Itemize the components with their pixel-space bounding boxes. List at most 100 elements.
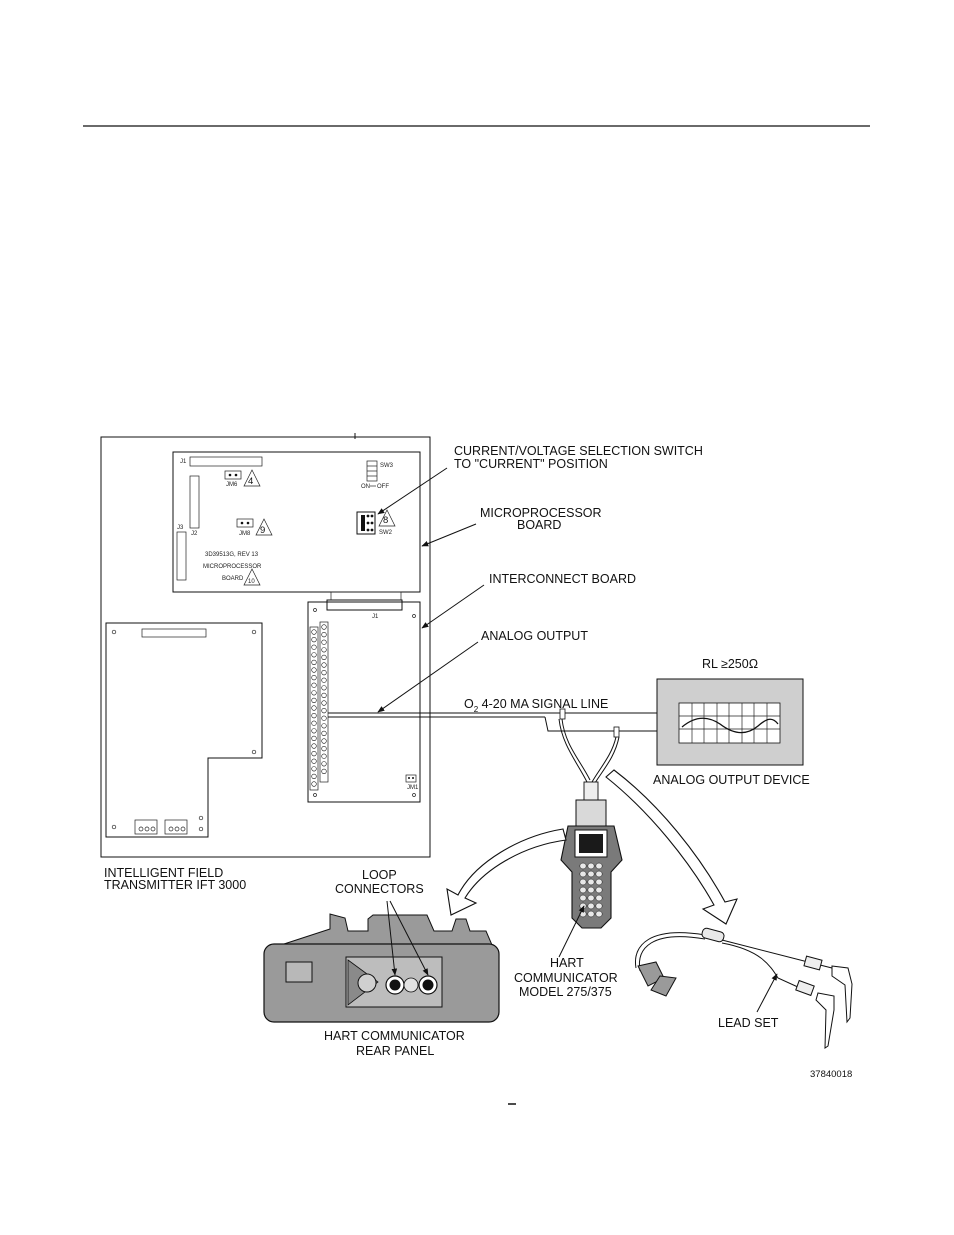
analog-output-device [656,678,804,766]
terminal-screw [311,667,317,673]
keypad-key [579,862,587,870]
label-lead-set: LEAD SET [718,1016,779,1030]
svg-text:JM1: JM1 [407,785,419,791]
svg-text:9: 9 [260,525,265,536]
figure-id: 37840018 [810,1069,852,1080]
svg-text:MICROPROCESSOR: MICROPROCESSOR [203,564,262,570]
terminal-screw [311,781,317,787]
ift-lower-plate [105,622,263,838]
svg-text:J1: J1 [180,459,187,465]
terminal-screw [311,690,317,696]
terminal-screw [321,631,327,638]
terminal-screw [321,768,327,775]
keypad-key [587,910,595,918]
terminal-screw [311,773,317,780]
keypad-key [579,878,587,886]
terminal-screw [321,624,327,630]
label-loop-line1: LOOP [362,868,397,882]
terminal-screw [321,654,327,661]
terminal-column-a [311,629,317,787]
terminal-screw [311,712,317,719]
label-hart-line3: MODEL 275/375 [519,985,612,999]
terminal-screw [311,682,317,688]
label-switch-line2: TO "CURRENT" POSITION [454,457,608,471]
keypad-key [579,886,587,894]
svg-text:ON: ON [361,484,370,490]
terminal-screw [321,692,327,699]
svg-text:SW3: SW3 [380,463,394,469]
keypad-key [587,902,595,910]
svg-text:8: 8 [383,515,388,526]
terminal-screw [311,659,317,666]
keypad-key [587,862,595,870]
terminal-screw [321,639,327,645]
terminal-screw [311,629,317,635]
terminal-screw [321,647,327,653]
terminal-screw [311,743,317,749]
terminal-screw [311,720,317,726]
terminal-screw [311,644,317,650]
label-ift-line2: TRANSMITTER IFT 3000 [104,878,246,892]
keypad-key [595,902,603,910]
hart-communicator-device [560,799,623,929]
label-microprocessor-line2: BOARD [517,518,561,532]
keypad-key [595,862,603,870]
terminal-screw [321,662,327,668]
svg-text:3D39513G, REV 13: 3D39513G, REV 13 [205,552,259,558]
keypad-key [579,870,587,878]
label-hart-line2: COMMUNICATOR [514,971,618,985]
svg-text:J3: J3 [177,525,184,531]
label-ift-line1: INTELLIGENT FIELD [104,866,223,880]
curved-arrow-to-rear-panel [446,828,567,916]
keypad-key [579,894,587,902]
terminal-screw [321,730,327,737]
hart-rear-panel [263,913,500,1023]
terminal-screw [321,700,327,706]
label-rear-panel-line2: REAR PANEL [356,1044,434,1058]
label-microprocessor-line1: MICROPROCESSOR [480,506,602,520]
keypad-key [587,886,595,894]
label-analog-output-device: ANALOG OUTPUT DEVICE [653,773,810,787]
terminal-screw [311,636,317,643]
keypad-key [595,878,603,886]
keypad-key [595,894,603,902]
terminal-screw [321,753,327,759]
terminal-screw [321,738,327,744]
label-hart-line1: HART [550,956,584,970]
terminal-screw [311,758,317,764]
terminal-screw [321,669,327,676]
keypad-key [595,886,603,894]
signal-line [328,708,657,813]
keypad-key [587,894,595,902]
label-analog-output: ANALOG OUTPUT [481,629,588,643]
label-loop-line2: CONNECTORS [335,882,424,896]
svg-text:4: 4 [248,476,253,487]
terminal-screw [311,735,317,742]
terminal-screw [311,705,317,711]
keypad-key [595,910,603,918]
terminal-screw [311,766,317,772]
terminal-screw [311,697,317,704]
svg-text:JM6: JM6 [226,482,238,488]
svg-text:J2: J2 [191,531,198,537]
curved-arrow-to-lead-set [605,769,738,925]
svg-text:BOARD: BOARD [222,576,244,582]
svg-text:OFF: OFF [377,484,389,490]
ift-enclosure [100,433,431,858]
terminal-screw [321,685,327,691]
terminal-screw [311,750,317,757]
label-switch-line1: CURRENT/VOLTAGE SELECTION SWITCH [454,444,703,458]
terminal-screw [311,652,317,658]
leader-arrows [377,467,778,1013]
microprocessor-board: J1 J2 J3 JM6 4 JM8 9 SW3 ON OFF SW2 8 [172,451,421,593]
label-signal-line: O2 4-20 MA SIGNAL LINE [464,697,608,714]
terminal-screw [321,677,327,683]
keypad-key [595,870,603,878]
svg-text:JM8: JM8 [239,531,251,537]
label-rl: RL ≥250Ω [702,657,758,671]
label-interconnect-board: INTERCONNECT BOARD [489,572,636,586]
terminal-screw [321,761,327,767]
hart-keypad [579,862,603,918]
svg-text:10: 10 [248,579,255,585]
